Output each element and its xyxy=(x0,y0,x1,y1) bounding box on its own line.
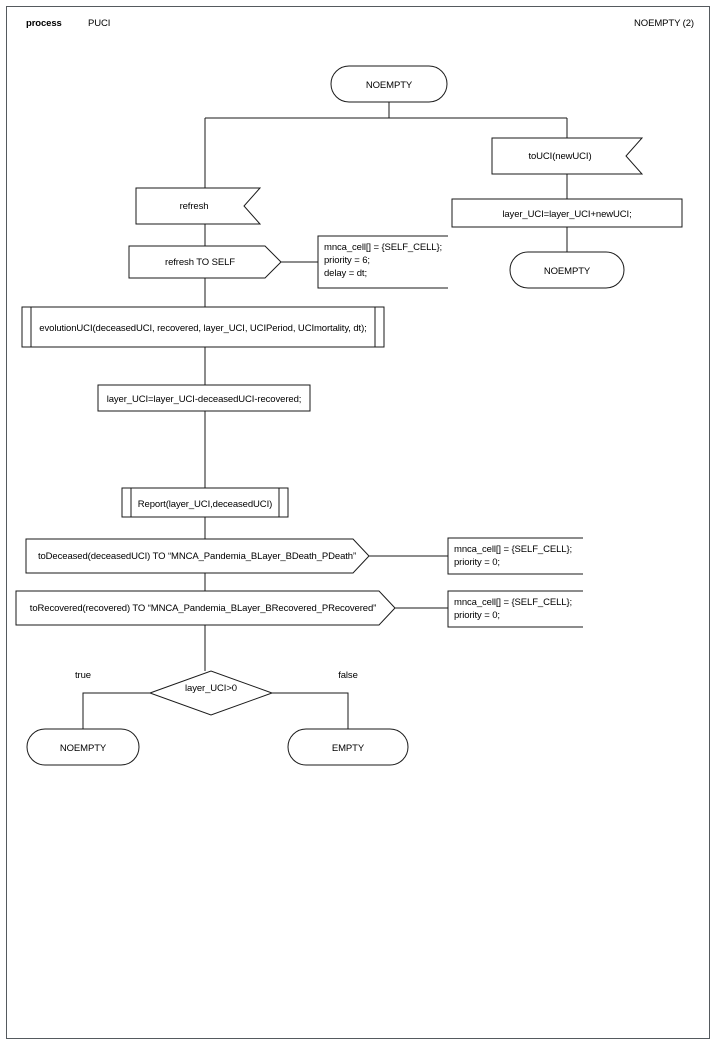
comment-line-2: priority = 0; xyxy=(454,610,500,621)
comment-line-2: priority = 6; xyxy=(324,255,370,266)
output-signal-shape xyxy=(128,245,282,279)
decision-layer-uci-gt-zero[interactable]: layer_UCI>0 true false xyxy=(75,670,358,716)
state-noempty-true-branch[interactable]: NOEMPTY xyxy=(26,728,140,766)
state-label: NOEMPTY xyxy=(60,743,107,754)
page-border xyxy=(6,6,710,1039)
branch-label-true: true xyxy=(75,670,91,681)
state-noempty-start[interactable]: NOEMPTY xyxy=(330,65,448,103)
procedure-evolution-uci[interactable]: evolutionUCI(deceasedUCI, recovered, lay… xyxy=(21,306,385,348)
input-label: refresh xyxy=(180,201,209,212)
connector-decision-true xyxy=(82,692,150,729)
comment-bracket-shape xyxy=(447,590,583,628)
comment-line-2: priority = 0; xyxy=(454,557,500,568)
task-layer-uci-add[interactable]: layer_UCI=layer_UCI+newUCI; xyxy=(451,198,683,228)
header-page-reference: NOEMPTY (2) xyxy=(634,18,694,29)
comment-line-3: delay = dt; xyxy=(324,268,367,279)
connector-lines xyxy=(82,102,568,729)
decision-shape xyxy=(148,670,274,716)
input-to-uci[interactable]: toUCI(newUCI) xyxy=(491,137,644,175)
task-label: layer_UCI=layer_UCI+newUCI; xyxy=(502,209,631,220)
comment-deceased-params: mnca_cell[] = {SELF_CELL}; priority = 0; xyxy=(447,537,583,575)
input-label: toUCI(newUCI) xyxy=(528,151,591,162)
procedure-shape xyxy=(121,487,289,518)
comment-refresh-params: mnca_cell[] = {SELF_CELL}; priority = 6;… xyxy=(317,235,448,289)
input-refresh[interactable]: refresh xyxy=(135,187,262,225)
procedure-shape xyxy=(21,306,385,348)
output-signal-shape xyxy=(15,590,396,626)
header-keyword: process xyxy=(26,18,62,29)
state-label: NOEMPTY xyxy=(544,266,591,277)
header-process-name: PUCI xyxy=(88,18,111,29)
state-label: EMPTY xyxy=(332,743,365,754)
comment-bracket-shape xyxy=(447,537,583,575)
procedure-report[interactable]: Report(layer_UCI,deceasedUCI) xyxy=(121,487,289,518)
connector-decision-false xyxy=(272,692,349,729)
comment-recovered-params: mnca_cell[] = {SELF_CELL}; priority = 0; xyxy=(447,590,583,628)
comment-bracket-shape xyxy=(317,235,448,289)
state-shape xyxy=(330,65,448,103)
output-to-recovered[interactable]: toRecovered(recovered) TO “MNCA_Pandemia… xyxy=(15,590,396,626)
output-signal-shape xyxy=(25,538,370,574)
comment-line-1: mnca_cell[] = {SELF_CELL}; xyxy=(454,544,572,555)
input-signal-shape xyxy=(135,187,262,225)
procedure-label: evolutionUCI(deceasedUCI, recovered, lay… xyxy=(39,323,366,334)
task-layer-uci-subtract[interactable]: layer_UCI=layer_UCI-deceasedUCI-recovere… xyxy=(97,384,311,412)
branch-label-false: false xyxy=(338,670,358,681)
output-label: toDeceased(deceasedUCI) TO “MNCA_Pandemi… xyxy=(38,551,356,562)
task-label: layer_UCI=layer_UCI-deceasedUCI-recovere… xyxy=(107,394,302,405)
output-to-deceased[interactable]: toDeceased(deceasedUCI) TO “MNCA_Pandemi… xyxy=(25,538,370,574)
procedure-label: Report(layer_UCI,deceasedUCI) xyxy=(138,499,272,510)
input-signal-shape xyxy=(491,137,644,175)
state-shape xyxy=(509,251,625,289)
task-shape xyxy=(97,384,311,412)
task-shape xyxy=(451,198,683,228)
comment-line-1: mnca_cell[] = {SELF_CELL}; xyxy=(324,242,442,253)
state-empty-false-branch[interactable]: EMPTY xyxy=(287,728,409,766)
output-label: toRecovered(recovered) TO “MNCA_Pandemia… xyxy=(30,603,376,614)
state-shape xyxy=(26,728,140,766)
state-shape xyxy=(287,728,409,766)
output-label: refresh TO SELF xyxy=(165,257,235,268)
state-noempty-right-branch[interactable]: NOEMPTY xyxy=(509,251,625,289)
output-refresh-to-self[interactable]: refresh TO SELF xyxy=(128,245,282,279)
state-label: NOEMPTY xyxy=(366,80,413,91)
decision-label: layer_UCI>0 xyxy=(185,683,237,694)
comment-line-1: mnca_cell[] = {SELF_CELL}; xyxy=(454,597,572,608)
